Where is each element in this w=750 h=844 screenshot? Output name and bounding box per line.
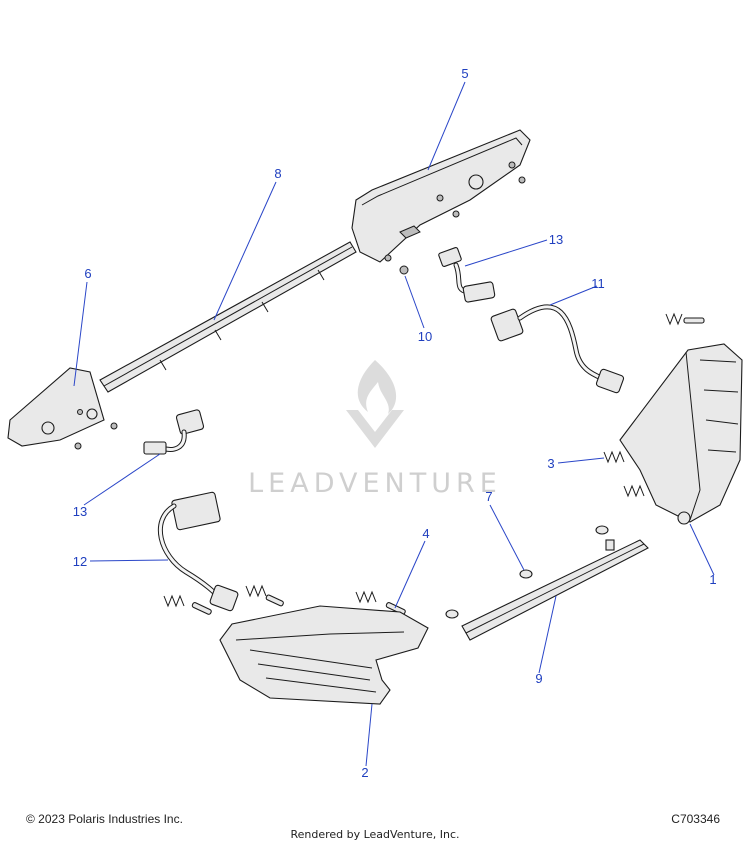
flame-logo-icon — [357, 360, 397, 414]
callout-10: 10 — [418, 329, 432, 344]
part-11-harness — [490, 304, 625, 394]
callout-6: 6 — [84, 266, 91, 281]
callout-7: 7 — [485, 489, 492, 504]
part-5-rear-panel — [351, 129, 531, 263]
leader-5 — [427, 81, 466, 171]
callout-1: 1 — [709, 572, 716, 587]
v-logo-icon — [346, 410, 404, 448]
leader-4 — [394, 540, 426, 609]
leader-13b — [83, 453, 161, 506]
leader-10 — [404, 275, 425, 329]
leader-6 — [73, 281, 88, 387]
leader-13a — [464, 239, 548, 267]
leader-2 — [365, 703, 373, 767]
leader-3 — [557, 457, 605, 464]
callout-9: 9 — [535, 671, 542, 686]
part-2-left-lamp — [219, 605, 429, 705]
callout-13-lower: 13 — [73, 504, 87, 519]
callout-2: 2 — [361, 765, 368, 780]
part-10-nut — [399, 265, 409, 275]
callout-12: 12 — [73, 554, 87, 569]
callout-labels: 5 8 6 13 10 11 3 13 7 1 4 12 9 2 — [73, 66, 717, 780]
part-12-harness — [157, 491, 239, 612]
part-8-trim-strip — [99, 241, 357, 393]
leader-12 — [89, 559, 169, 562]
leader-lines — [73, 81, 715, 767]
part-9-reflector-bar — [461, 539, 649, 641]
part-3-springs — [603, 312, 705, 498]
leader-1 — [689, 523, 715, 576]
watermark-text: LEADVENTURE — [248, 468, 502, 499]
callout-8: 8 — [274, 166, 281, 181]
leadventure-watermark: LEADVENTURE — [248, 360, 502, 499]
callout-13-upper: 13 — [549, 232, 563, 247]
part-1-right-lamp — [619, 343, 743, 525]
part-13-harness-lower — [143, 409, 205, 455]
callout-11: 11 — [591, 276, 605, 291]
part-13-harness-upper — [438, 247, 496, 303]
copyright-text: © 2023 Polaris Industries Inc. — [26, 812, 183, 826]
leader-8 — [213, 181, 277, 321]
rendered-by-text: Rendered by LeadVenture, Inc. — [290, 828, 460, 841]
part-4-bolts-springs — [163, 584, 406, 615]
part-6-left-bracket — [7, 367, 118, 450]
callout-3: 3 — [547, 456, 554, 471]
part-7-grommets — [445, 525, 609, 619]
leader-7 — [489, 504, 525, 571]
leader-9 — [538, 595, 557, 674]
leader-11 — [549, 285, 598, 306]
drawing-number: C703346 — [671, 812, 720, 826]
callout-5: 5 — [461, 66, 468, 81]
callout-4: 4 — [422, 526, 429, 541]
